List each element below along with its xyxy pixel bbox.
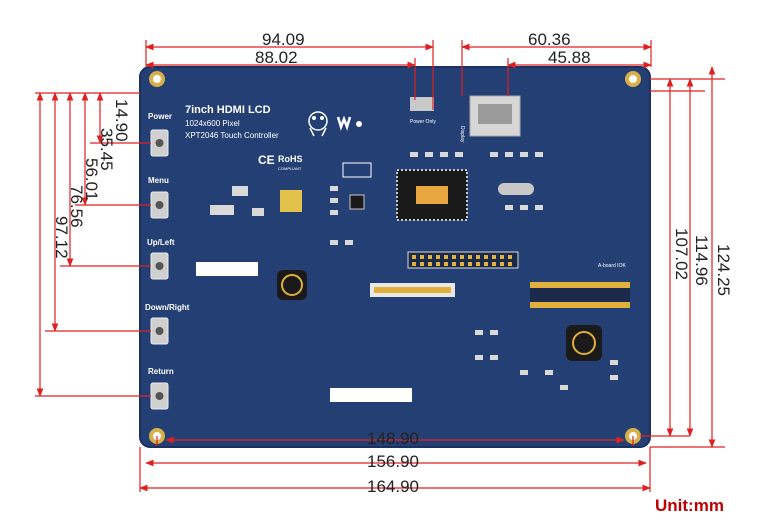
dim-left-97-12: 97.12 (52, 216, 71, 259)
dim-right-124-25: 124.25 (714, 244, 733, 296)
down-right-label: Down/Right (145, 303, 190, 312)
inductor-right (566, 325, 602, 361)
dim-right-107-02: 107.02 (672, 228, 691, 280)
rohs-mark: RoHS (278, 154, 303, 164)
up-left-label: Up/Left (147, 238, 175, 247)
dim-top-60-36: 60.36 (528, 30, 571, 49)
gpio-header (407, 251, 519, 269)
board-title: 7inch HDMI LCD (185, 104, 271, 116)
unit-label: Unit:mm (655, 496, 724, 515)
dim-top-45-88: 45.88 (548, 48, 591, 67)
header-label: A-board IOK (598, 263, 626, 269)
waveshare-logo (308, 111, 362, 137)
regulator (280, 190, 302, 212)
dim-left-76-56: 76.56 (67, 185, 86, 228)
dim-top-94-09: 94.09 (262, 30, 305, 49)
usb-connector (410, 97, 434, 111)
power-only-label: Power Only (410, 119, 436, 125)
inductor-left (277, 270, 307, 300)
menu-label: Menu (148, 176, 169, 185)
label-sticker-left (196, 262, 258, 276)
dim-top-88-02: 88.02 (255, 48, 298, 67)
rohs-compliant: COMPLIANT (278, 166, 302, 171)
dim-left-14-90: 14.90 (112, 99, 131, 142)
board-resolution: 1024x600 Pixel (185, 119, 240, 128)
small-ic (349, 194, 365, 210)
dim-left-35-45: 35.45 (97, 128, 116, 171)
display-label: Display (459, 126, 465, 143)
return-label: Return (148, 367, 174, 376)
dim-bottom-164-90: 164.90 (367, 477, 419, 496)
power-label: Power (148, 112, 172, 121)
dim-bottom-156-90: 156.90 (367, 452, 419, 471)
dim-bottom-148-90: 148.90 (367, 429, 419, 448)
dimension-lines (35, 40, 725, 492)
side-buttons (150, 129, 169, 410)
board-controller: XPT2046 Touch Controller (185, 131, 279, 140)
ce-mark: CE (258, 153, 275, 167)
smd-components (210, 152, 618, 390)
dim-left-56-01: 56.01 (82, 158, 101, 201)
expansion-header (530, 282, 630, 308)
label-sticker-bottom (330, 388, 412, 402)
crystal (498, 183, 534, 195)
dim-right-114-96: 114.96 (692, 235, 711, 286)
